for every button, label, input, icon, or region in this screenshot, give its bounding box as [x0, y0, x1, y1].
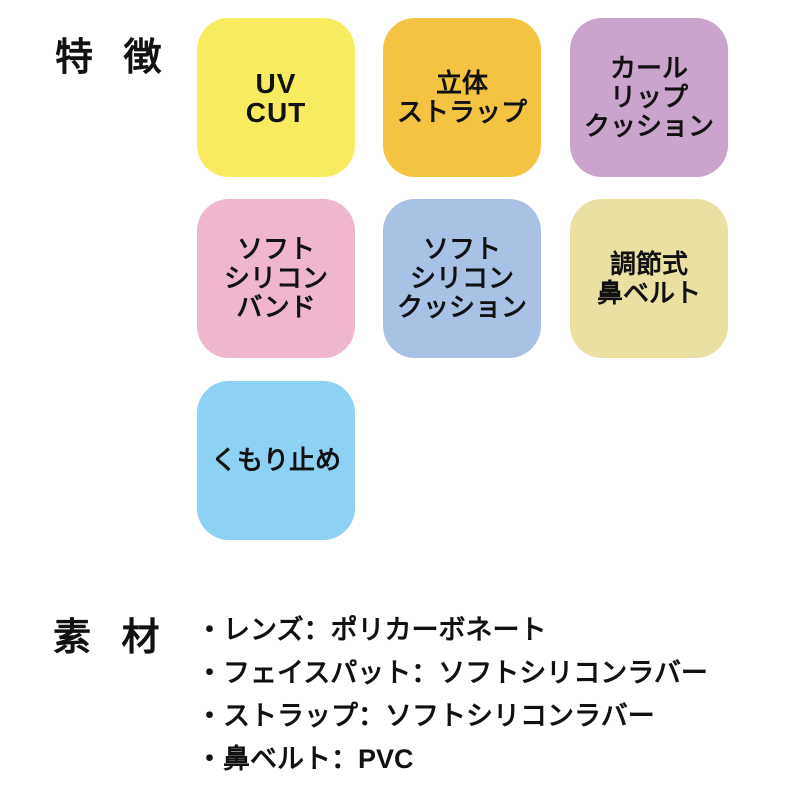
feature-tile-label-anti-fog: くもり止め	[210, 445, 341, 475]
material-item-lens: ・レンズ：ポリカーボネート	[196, 615, 547, 645]
materials-list: ・レンズ：ポリカーボネート ・フェイスパット：ソフトシリコンラバー ・ストラップ…	[196, 609, 708, 781]
material-item-nose-belt: ・鼻ベルト：PVC	[196, 744, 414, 774]
feature-tile-label-soft-silicone-band: ソフト シリコン バンド	[223, 234, 328, 322]
features-section-heading: 特 徴	[55, 37, 172, 79]
feature-tile-label-soft-silicone-cushion: ソフト シリコン クッション	[396, 234, 527, 322]
feature-tile-label-uv-cut: UV CUT	[245, 67, 307, 128]
material-item-face-pad: ・フェイスパット：ソフトシリコンラバー	[196, 658, 708, 688]
feature-tile-soft-silicone-band: ソフト シリコン バンド	[197, 199, 355, 358]
feature-tile-label-curl-lip-cushion: カール リップ クッション	[583, 53, 714, 141]
feature-tile-adjustable-nose-belt: 調節式 鼻ベルト	[570, 199, 728, 358]
feature-tile-label-3d-strap: 立体 ストラップ	[396, 67, 527, 127]
feature-tile-curl-lip-cushion: カール リップ クッション	[570, 18, 728, 177]
feature-tile-3d-strap: 立体 ストラップ	[383, 18, 541, 177]
feature-tile-soft-silicone-cushion: ソフト シリコン クッション	[383, 199, 541, 358]
feature-tile-uv-cut: UV CUT	[197, 18, 355, 177]
material-item-strap: ・ストラップ：ソフトシリコンラバー	[196, 701, 655, 731]
feature-tile-label-adjustable-nose-belt: 調節式 鼻ベルト	[596, 248, 701, 308]
feature-tile-anti-fog: くもり止め	[197, 381, 355, 540]
materials-section-heading: 素 材	[53, 617, 170, 659]
